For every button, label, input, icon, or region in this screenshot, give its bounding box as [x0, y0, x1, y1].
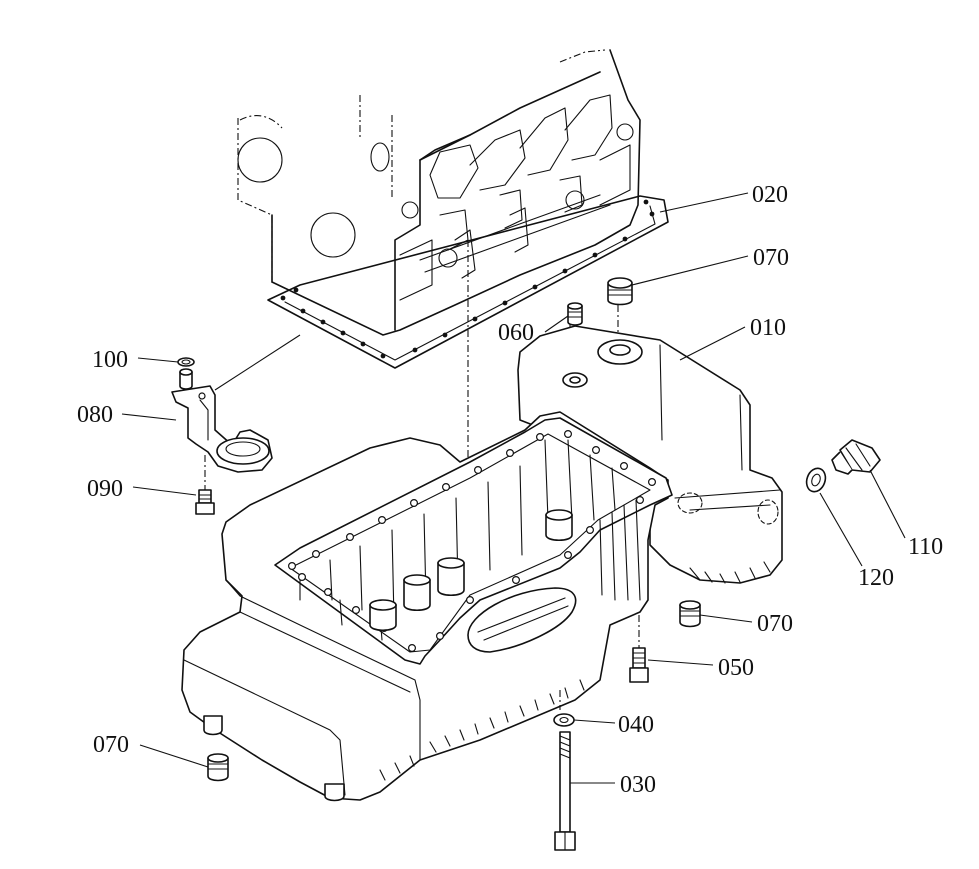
- callout-070-top: 070: [753, 245, 789, 271]
- plug-070-left: [207, 753, 229, 782]
- callout-090: 090: [87, 476, 123, 502]
- plug-070-top: [607, 277, 633, 306]
- strainer-080: [171, 368, 273, 473]
- callout-100: 100: [92, 347, 128, 373]
- bolt-050: [629, 615, 649, 683]
- callout-010: 010: [750, 315, 786, 341]
- callout-110: 110: [908, 534, 943, 560]
- callout-120: 120: [858, 565, 894, 591]
- oil-pan: [181, 325, 783, 802]
- stud-060: [567, 302, 583, 326]
- o-ring-100: [177, 357, 195, 367]
- callout-060: 060: [498, 320, 534, 346]
- bolt-030: [554, 731, 576, 851]
- washer-120: [805, 467, 827, 493]
- callout-labels: 020 070 010 060 100 080 090 110 120 070 …: [77, 182, 943, 798]
- drain-plug-110: [831, 439, 881, 475]
- callout-020: 020: [752, 182, 788, 208]
- callout-030: 030: [620, 772, 656, 798]
- washer-040: [553, 713, 575, 727]
- engine-block: [237, 49, 669, 700]
- callout-070-left: 070: [93, 732, 129, 758]
- callout-080: 080: [77, 402, 113, 428]
- callout-040: 040: [618, 712, 654, 738]
- callout-050: 050: [718, 655, 754, 681]
- leader-lines: [121, 192, 906, 784]
- bolt-090: [195, 455, 215, 515]
- plug-070-right: [679, 600, 701, 628]
- callout-070-right: 070: [757, 611, 793, 637]
